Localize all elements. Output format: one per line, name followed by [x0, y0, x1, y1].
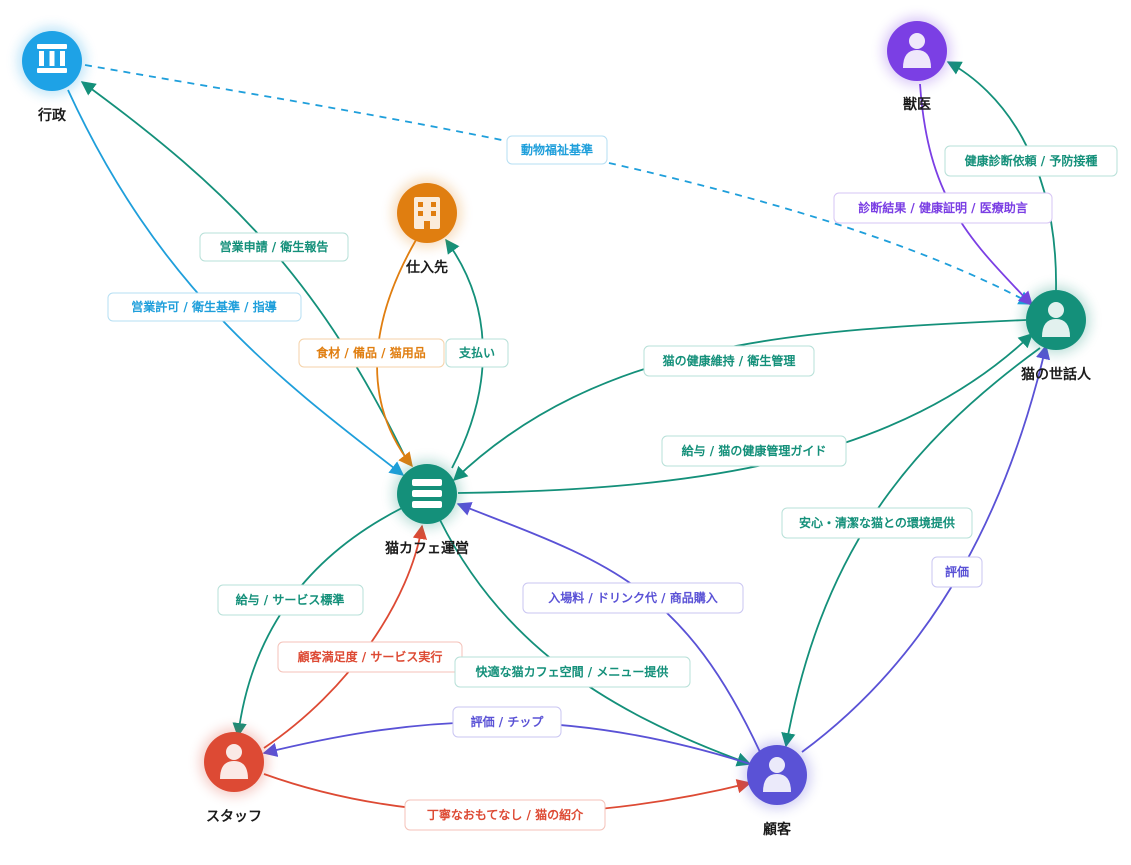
- node-juui[interactable]: 獣医: [883, 17, 951, 113]
- edge-gyosei-to-cafe-permit: [67, 89, 405, 476]
- svg-text:診断結果 / 健康証明 / 医療助言: 診断結果 / 健康証明 / 医療助言: [858, 200, 1027, 215]
- node-label-staff: スタッフ: [206, 809, 262, 825]
- edge-kokyaku-to-sewanin-rating: [801, 344, 1051, 753]
- svg-text:評価 / チップ: 評価 / チップ: [471, 714, 545, 729]
- svg-text:快適な猫カフェ空間 / メニュー提供: 快適な猫カフェ空間 / メニュー提供: [476, 664, 669, 679]
- node-staff[interactable]: スタッフ: [200, 728, 268, 825]
- label-business-permit: 営業許可 / 衛生基準 / 指導: [107, 292, 302, 322]
- person-icon: [1042, 302, 1070, 337]
- nodes: 行政 仕入先 獣医: [18, 17, 1092, 838]
- edge-labels: 動物福祉基準 営業申請 / 衛生報告 営業許可 / 衛生基準 / 指導 食材 /…: [107, 135, 1118, 831]
- edge-sewanin-to-juui-request: [946, 61, 1057, 291]
- edge-staff-to-cafe-satisfaction: [263, 524, 428, 749]
- node-label-kokyaku: 顧客: [763, 821, 792, 838]
- node-label-cafe: 猫カフェ運営: [385, 540, 469, 557]
- node-label-sewanin: 猫の世話人: [1021, 366, 1092, 383]
- svg-text:安心・清潔な猫との環境提供: 安心・清潔な猫との環境提供: [799, 515, 955, 530]
- svg-text:丁寧なおもてなし / 猫の紹介: 丁寧なおもてなし / 猫の紹介: [427, 807, 584, 822]
- node-label-shiiresaki: 仕入先: [405, 259, 448, 276]
- svg-text:動物福祉基準: 動物福祉基準: [521, 142, 593, 157]
- svg-text:営業許可 / 衛生基準 / 指導: 営業許可 / 衛生基準 / 指導: [131, 299, 276, 314]
- label-safe-environment: 安心・清潔な猫との環境提供: [781, 507, 973, 539]
- node-shiiresaki[interactable]: 仕入先: [393, 179, 461, 276]
- person-icon: [220, 744, 248, 779]
- label-rating-tip: 評価 / チップ: [452, 706, 562, 738]
- edges: [67, 61, 1057, 815]
- person-icon: [763, 757, 791, 792]
- label-cafe-space: 快適な猫カフェ空間 / メニュー提供: [454, 656, 691, 688]
- svg-text:評価: 評価: [945, 564, 969, 579]
- svg-text:健康診断依頼 / 予防接種: 健康診断依頼 / 予防接種: [965, 153, 1098, 168]
- edge-cafe-to-gyosei-application: [80, 81, 409, 464]
- label-business-application: 営業申請 / 衛生報告: [199, 232, 349, 262]
- svg-text:給与 / サービス標準: 給与 / サービス標準: [236, 592, 345, 607]
- svg-text:入場料 / ドリンク代 / 商品購入: 入場料 / ドリンク代 / 商品購入: [548, 590, 717, 605]
- label-rating-caretaker: 評価: [931, 556, 983, 588]
- node-label-gyosei: 行政: [37, 107, 67, 124]
- database-icon: [412, 479, 442, 508]
- node-gyosei[interactable]: 行政: [18, 27, 86, 124]
- svg-text:猫の健康維持 / 衛生管理: 猫の健康維持 / 衛生管理: [663, 353, 796, 368]
- label-supplies: 食材 / 備品 / 猫用品: [298, 338, 445, 368]
- label-checkup-request: 健康診断依頼 / 予防接種: [944, 145, 1118, 177]
- edge-gyosei-to-sewanin-welfare: [84, 64, 1034, 305]
- government-icon: [37, 44, 67, 73]
- label-welfare-standard: 動物福祉基準: [506, 135, 608, 165]
- label-salary-service: 給与 / サービス標準: [217, 584, 364, 616]
- node-cafe[interactable]: 猫カフェ運営: [385, 460, 469, 557]
- label-payment: 支払い: [445, 338, 509, 368]
- edge-sewanin-to-kokyaku-environment: [781, 347, 1041, 748]
- label-entrance-fee: 入場料 / ドリンク代 / 商品購入: [522, 582, 744, 614]
- label-cat-health: 猫の健康維持 / 衛生管理: [643, 345, 815, 377]
- person-icon: [903, 33, 931, 68]
- label-satisfaction: 顧客満足度 / サービス実行: [277, 641, 463, 673]
- node-sewanin[interactable]: 猫の世話人: [1021, 286, 1092, 383]
- svg-text:営業申請 / 衛生報告: 営業申請 / 衛生報告: [220, 239, 329, 254]
- label-diagnosis: 診断結果 / 健康証明 / 医療助言: [833, 192, 1053, 224]
- svg-text:支払い: 支払い: [458, 345, 495, 360]
- node-kokyaku[interactable]: 顧客: [743, 741, 811, 838]
- building-icon: [414, 197, 440, 229]
- svg-text:食材 / 備品 / 猫用品: 食材 / 備品 / 猫用品: [315, 345, 425, 360]
- label-salary-guide: 給与 / 猫の健康管理ガイド: [661, 435, 847, 467]
- label-hospitality: 丁寧なおもてなし / 猫の紹介: [404, 799, 606, 831]
- svg-text:給与 / 猫の健康管理ガイド: 給与 / 猫の健康管理ガイド: [682, 443, 827, 458]
- node-label-juui: 獣医: [903, 96, 931, 113]
- svg-text:顧客満足度 / サービス実行: 顧客満足度 / サービス実行: [298, 649, 443, 664]
